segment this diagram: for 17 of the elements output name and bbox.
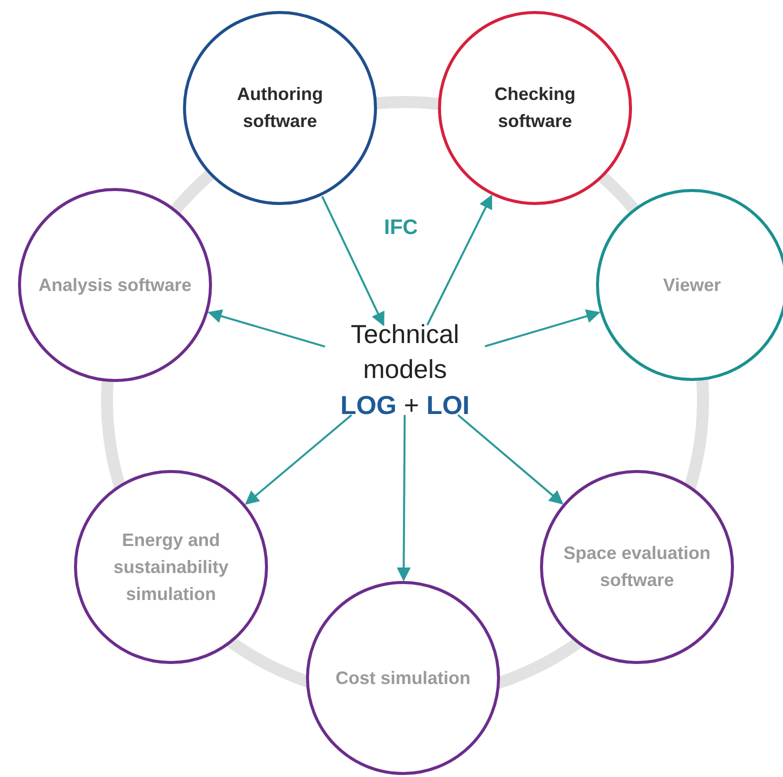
- arrow: [244, 414, 352, 505]
- node-label: Analysis software: [37, 274, 193, 297]
- center-text: LOG + LOI: [340, 388, 470, 422]
- arrow: [484, 309, 600, 348]
- arrow: [321, 196, 384, 326]
- format-label: IFC: [384, 216, 418, 240]
- node-label: Viewer: [662, 274, 722, 296]
- node-label: Energy and sustainability simulation: [112, 528, 230, 606]
- arrow: [457, 414, 564, 504]
- node-label: Space evaluation software: [562, 542, 712, 592]
- arrow: [208, 309, 326, 348]
- arrow: [396, 415, 411, 582]
- arrow: [426, 194, 492, 326]
- node-label: Cost simulation: [334, 666, 472, 690]
- node-label: Authoring software: [236, 83, 324, 133]
- center-text: Technical models: [350, 318, 460, 386]
- node-label: Checking software: [493, 83, 577, 133]
